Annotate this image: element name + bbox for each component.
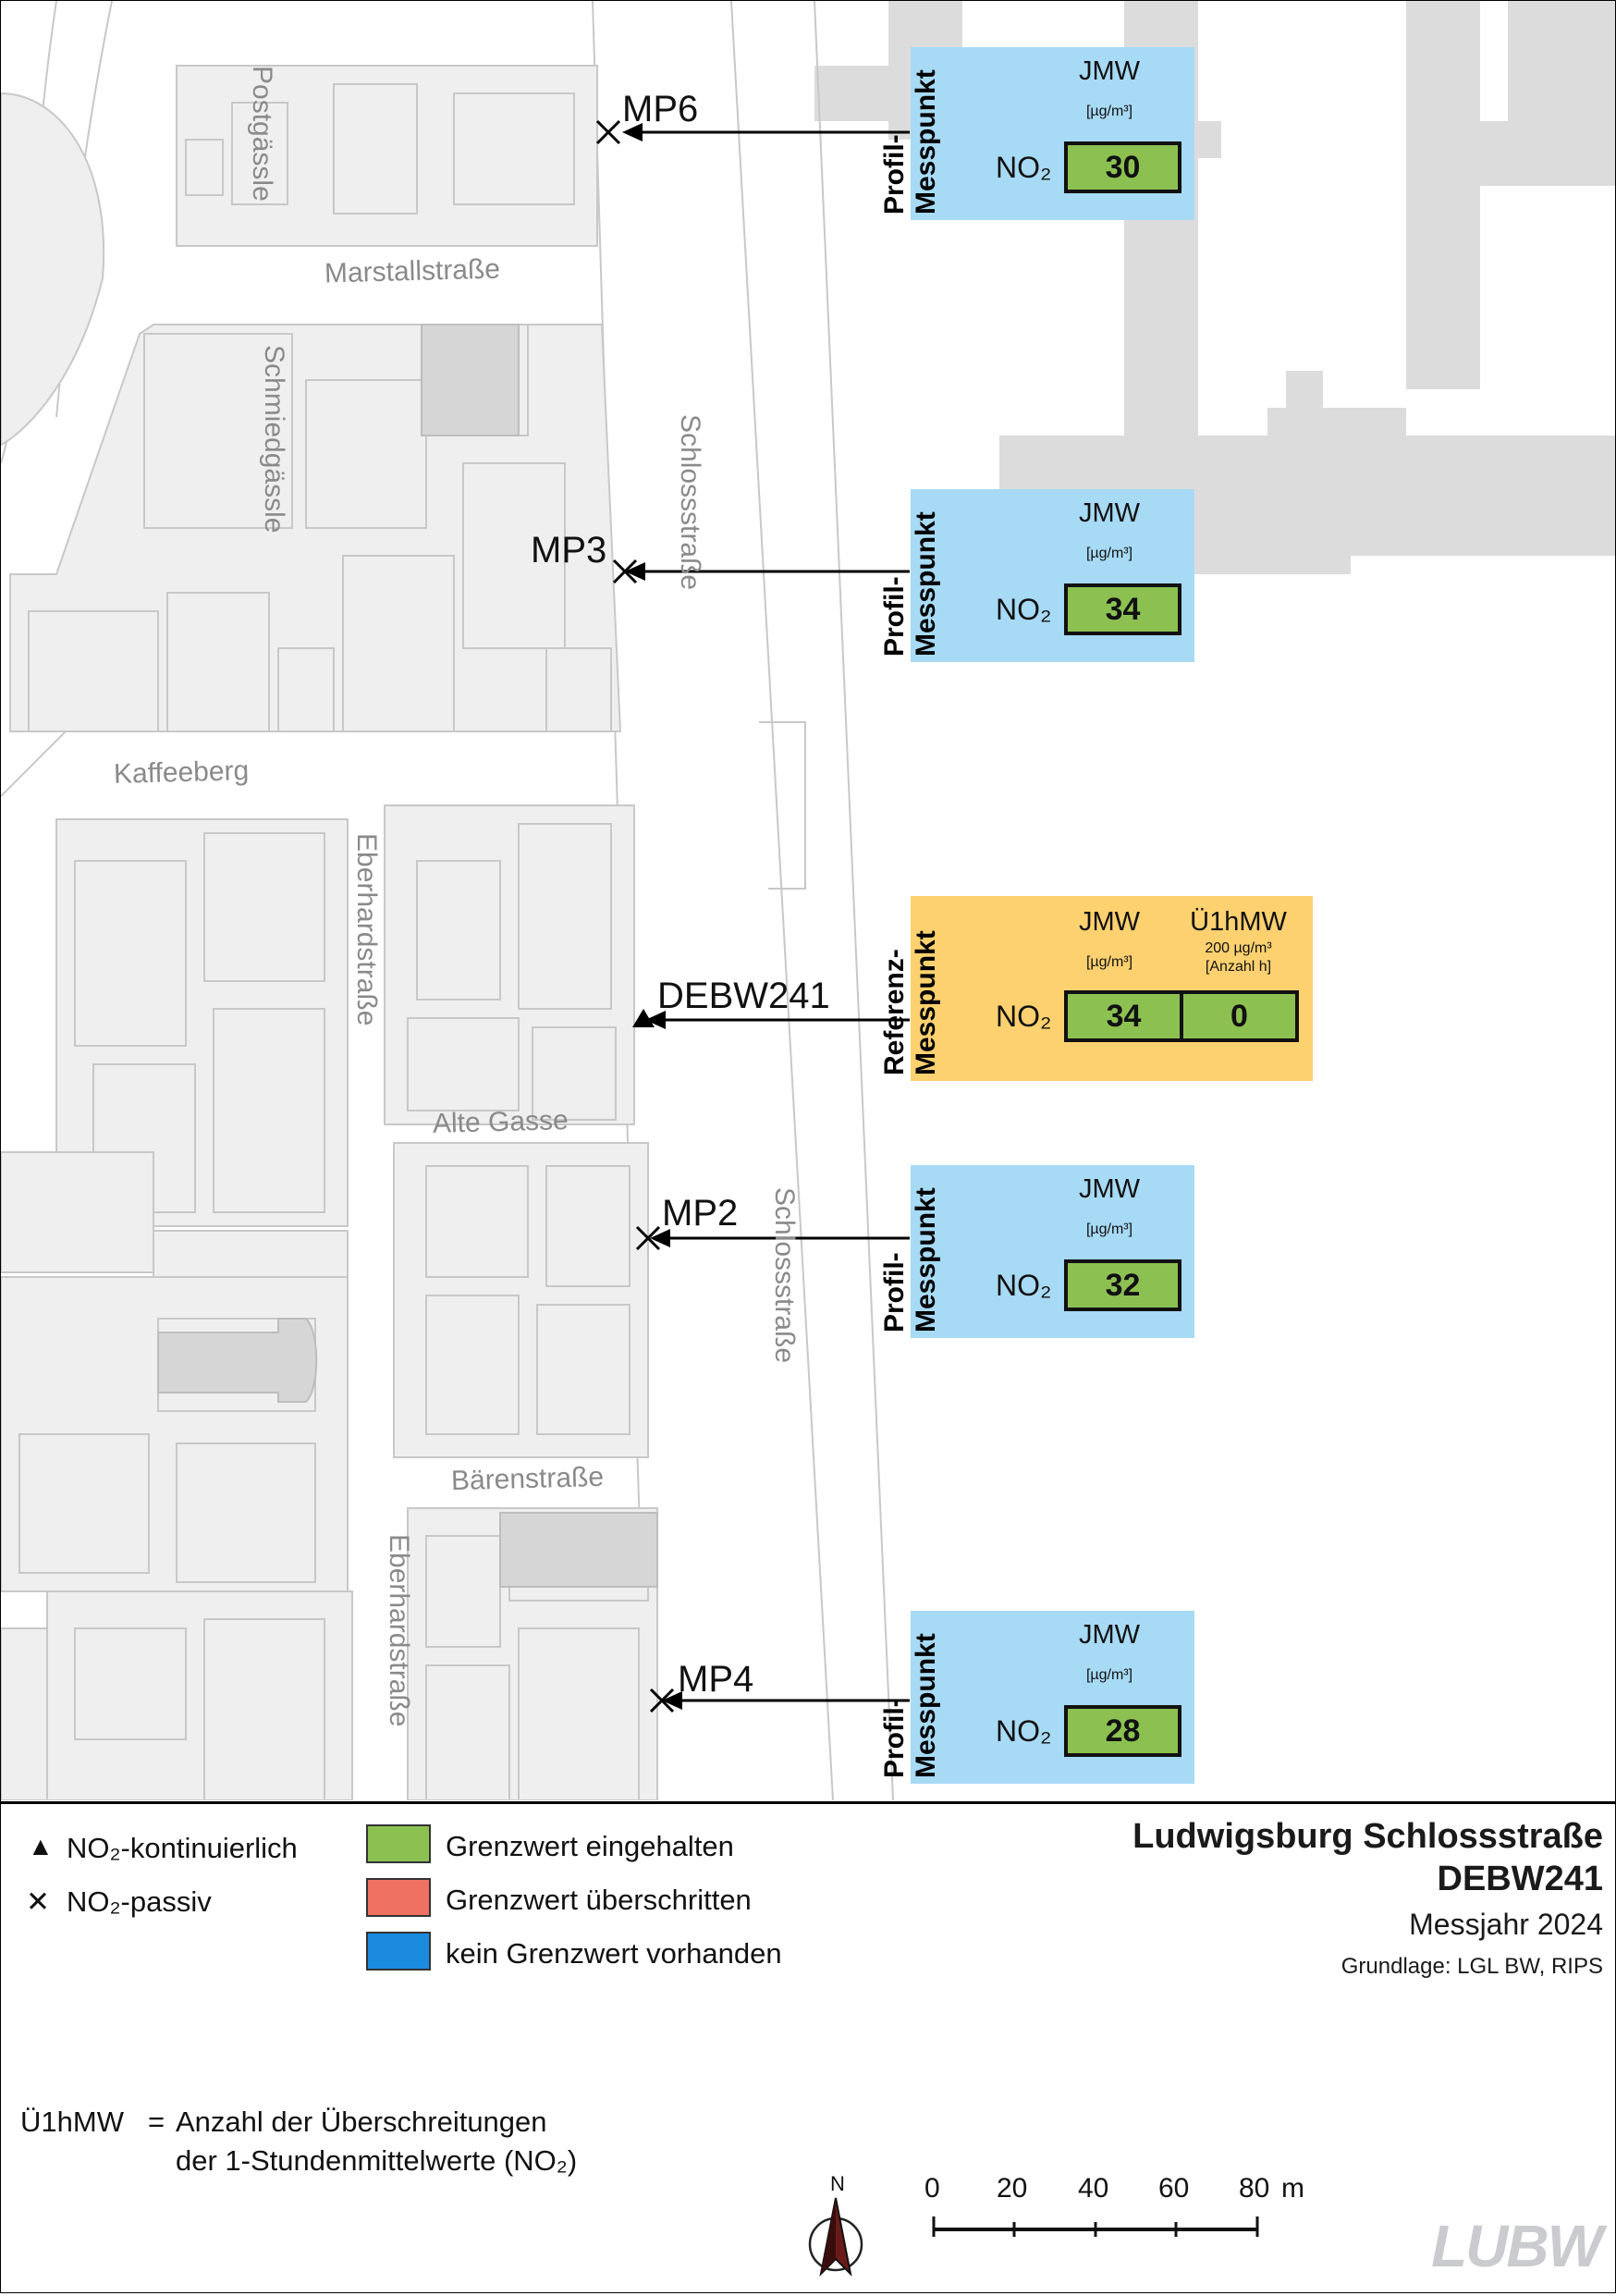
jmw-unit: [µg/m³] <box>1085 546 1133 561</box>
map-title: Ludwigsburg Schlossstraße <box>1132 1817 1603 1856</box>
infobox-type-label: Referenz- Messpunkt <box>879 930 941 1075</box>
jmw-value: 30 <box>1064 141 1181 193</box>
street-label-schlossstrasse-north: Schlossstraße <box>675 414 705 591</box>
footnote-line1: Anzahl der Überschreitungen <box>176 2106 547 2138</box>
passive-markers <box>595 119 675 1713</box>
footnote-equals: = <box>148 2106 165 2138</box>
passive-symbol: ✕ <box>26 1885 50 1918</box>
parameter-label: NO₂ <box>996 151 1052 184</box>
infobox-mp6[interactable]: Profil- Messpunkt JMW [µg/m³] NO₂ 30 <box>879 47 1194 220</box>
swatch-limit-kept <box>366 1824 431 1863</box>
infobox-mp2[interactable]: Profil- Messpunkt JMW [µg/m³] NO₂ 32 <box>879 1165 1194 1338</box>
point-label-mp2[interactable]: MP2 <box>662 1193 739 1234</box>
scale-tick-80: 80 <box>1239 2173 1270 2204</box>
parameter-label: NO₂ <box>996 1269 1052 1302</box>
continuous-label: NO₂-kontinuierlich <box>67 1832 298 1864</box>
no-limit-label: kein Grenzwert vorhanden <box>446 1937 782 1970</box>
street-label-eberhardstrasse-north: Eberhardstraße <box>351 833 382 1026</box>
lubw-logo: LUBW <box>1431 2213 1603 2279</box>
jmw-unit: [µg/m³] <box>1085 954 1133 970</box>
exceedance-header: Ü1hMW <box>1190 907 1287 937</box>
scale-tick-0: 0 <box>924 2173 940 2204</box>
point-label-mp6[interactable]: MP6 <box>622 89 699 129</box>
jmw-value: 32 <box>1064 1259 1181 1311</box>
legend-panel: ▲ NO₂-kontinuierlich ✕ NO₂-passiv Grenzw… <box>0 1801 1616 2296</box>
mp6-passive-marker <box>595 119 621 145</box>
map-area[interactable]: Postgässle Marstallstraße Schmiedgässle … <box>1 1 1615 1800</box>
point-label-mp3[interactable]: MP3 <box>531 530 607 571</box>
infobox-debw241[interactable]: Referenz- Messpunkt JMW [µg/m³] Ü1hMW 20… <box>879 896 1313 1081</box>
point-label-debw241[interactable]: DEBW241 <box>657 976 830 1016</box>
jmw-unit: [µg/m³] <box>1085 1667 1133 1683</box>
street-label-eberhardstrasse-south: Eberhardstraße <box>384 1534 414 1727</box>
jmw-header: JMW <box>1078 1174 1141 1204</box>
debw241-continuous-marker <box>632 1009 655 1027</box>
limit-exceeded-label: Grenzwert überschritten <box>446 1884 752 1916</box>
north-arrow-icon <box>808 2197 863 2278</box>
mp2-passive-marker <box>635 1225 661 1251</box>
jmw-header: JMW <box>1078 498 1141 528</box>
exceedance-value: 0 <box>1180 990 1299 1042</box>
limit-kept-label: Grenzwert eingehalten <box>446 1830 734 1862</box>
jmw-header: JMW <box>1078 56 1141 86</box>
scale-tick-60: 60 <box>1158 2173 1190 2204</box>
parameter-label: NO₂ <box>996 1000 1052 1033</box>
infobox-type-label: Profil- Messpunkt <box>879 1187 941 1332</box>
north-label: N <box>830 2172 845 2195</box>
dark-buildings <box>157 324 658 1588</box>
scale-tick-40: 40 <box>1078 2173 1109 2204</box>
station-code: DEBW241 <box>1437 1860 1604 1898</box>
data-source: Grundlage: LGL BW, RIPS <box>1341 1954 1603 1979</box>
infobox-type-label: Profil- Messpunkt <box>879 69 941 215</box>
street-label-baerenstrasse: Bärenstraße <box>450 1461 605 1497</box>
street-label-schlossstrasse-south: Schlossstraße <box>769 1187 800 1364</box>
parameter-label: NO₂ <box>996 593 1052 626</box>
scale-unit: m <box>1281 2173 1304 2204</box>
basemap <box>1 1 1615 1800</box>
street-label-alte-gasse: Alte Gasse <box>432 1105 569 1139</box>
continuous-symbol: ▲ <box>28 1832 54 1860</box>
exceedance-threshold: 200 µg/m³ <box>1205 940 1272 956</box>
mp4-passive-marker <box>649 1688 675 1713</box>
mp3-passive-marker <box>612 559 638 584</box>
passive-label: NO₂-passiv <box>67 1885 212 1918</box>
footnote-line2: der 1-Stundenmittelwerte (NO₂) <box>176 2144 578 2177</box>
infobox-type-label: Profil- Messpunkt <box>879 511 941 657</box>
scale-tick-20: 20 <box>997 2173 1028 2204</box>
swatch-no-limit <box>366 1932 431 1971</box>
jmw-header: JMW <box>1078 1620 1141 1650</box>
infobox-mp4[interactable]: Profil- Messpunkt JMW [µg/m³] NO₂ 28 <box>879 1611 1194 1784</box>
jmw-unit: [µg/m³] <box>1085 104 1133 119</box>
street-label-kaffeeberg: Kaffeeberg <box>113 755 250 790</box>
street-label-marstallstrasse: Marstallstraße <box>324 253 501 289</box>
street-label-postgaessle: Postgässle <box>247 66 277 202</box>
arrow-heads <box>622 123 682 1710</box>
scale-bar <box>932 2216 1259 2237</box>
footnote-term: Ü1hMW <box>20 2106 124 2138</box>
jmw-value: 34 <box>1064 583 1181 635</box>
swatch-limit-exceeded <box>366 1878 431 1917</box>
exceedance-unit: [Anzahl h] <box>1205 959 1272 975</box>
parameter-label: NO₂ <box>996 1714 1052 1748</box>
leader-lines <box>634 130 910 1702</box>
jmw-unit: [µg/m³] <box>1085 1222 1133 1237</box>
point-label-mp4[interactable]: MP4 <box>678 1659 754 1700</box>
infobox-mp3[interactable]: Profil- Messpunkt JMW [µg/m³] NO₂ 34 <box>879 489 1194 662</box>
measurement-year: Messjahr 2024 <box>1409 1908 1603 1941</box>
infobox-type-label: Profil- Messpunkt <box>879 1633 941 1778</box>
street-label-schmiedgaessle: Schmiedgässle <box>259 345 289 534</box>
jmw-header: JMW <box>1078 907 1141 937</box>
jmw-value: 34 <box>1064 990 1183 1042</box>
jmw-value: 28 <box>1064 1705 1181 1757</box>
